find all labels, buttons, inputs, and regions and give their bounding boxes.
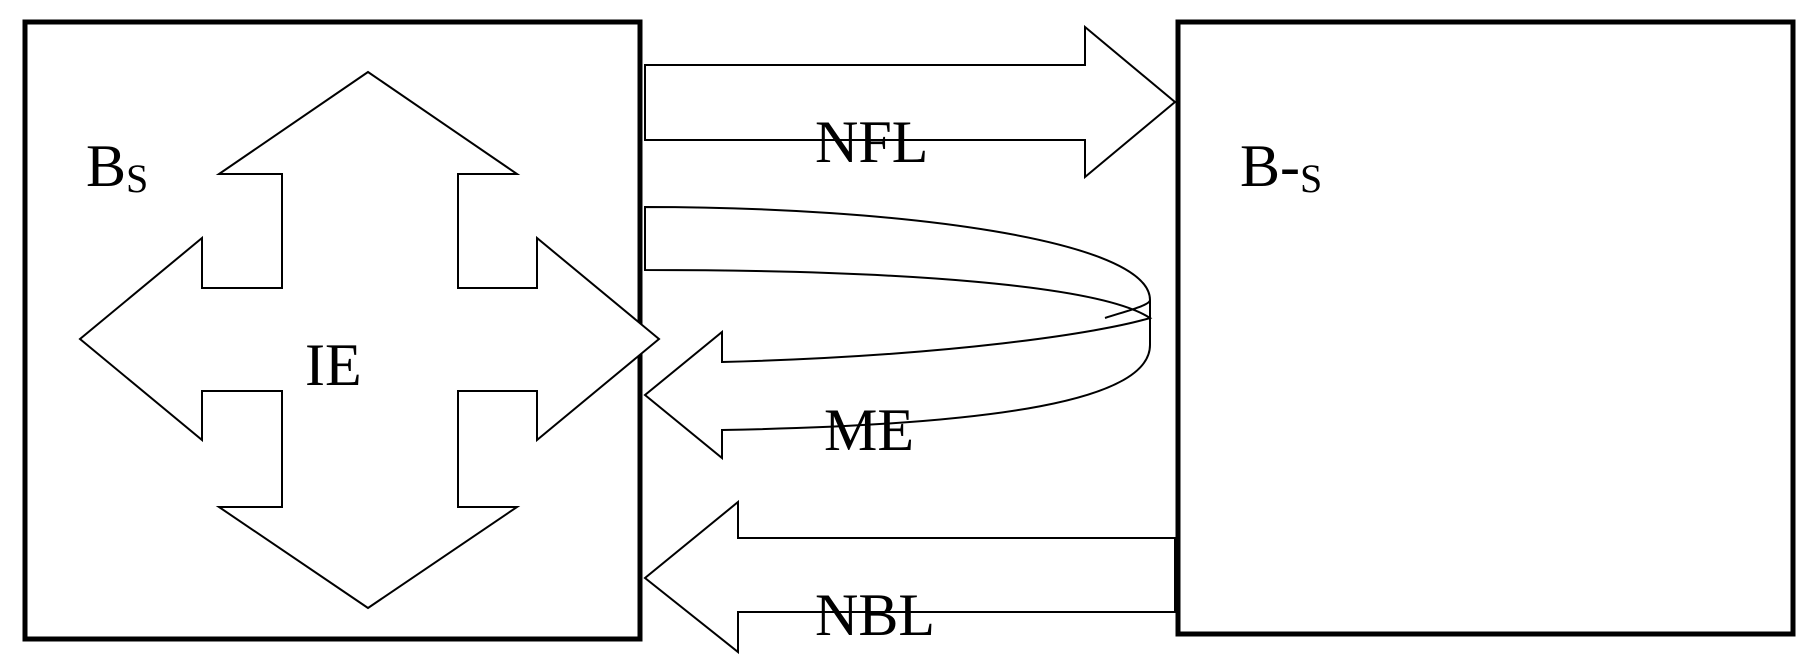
- forward-arrow-label: NFL: [815, 109, 928, 175]
- loop-arrow: [643, 205, 1153, 461]
- loop-arrow-label: ME: [824, 397, 914, 463]
- four-way-arrow-icon: [78, 70, 661, 610]
- loop-arrow-fold: [1104, 299, 1151, 319]
- target-box-label: B-S: [1240, 133, 1322, 201]
- forward-arrow: [644, 24, 1177, 180]
- internal-arrow-label: IE: [305, 332, 362, 398]
- target-box: [1175, 19, 1796, 637]
- source-box-label: BS: [86, 133, 148, 201]
- backward-arrow: [643, 499, 1176, 655]
- backward-arrow-label: NBL: [815, 582, 935, 648]
